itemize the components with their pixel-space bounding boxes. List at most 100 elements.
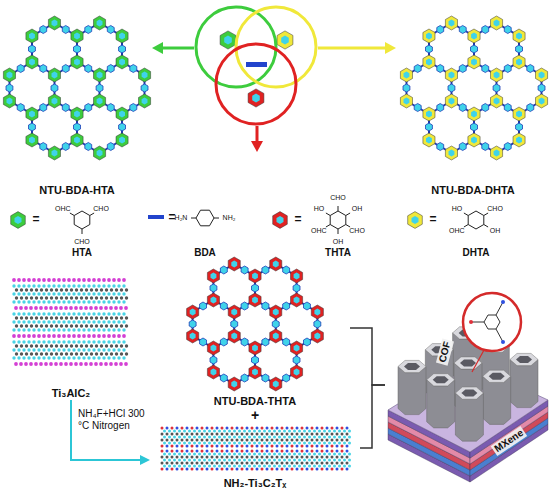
linker-ring [96,84,103,92]
atom-dot [303,459,306,462]
atom-dot [30,296,33,299]
node-icon [228,329,240,343]
atom-dot [196,450,199,453]
atom-dot [336,456,339,459]
atom-dot [333,430,336,433]
node-icon-core [273,261,279,268]
atom-dot [326,427,329,430]
atom-dot [331,433,334,436]
atom-dot [278,459,281,462]
atom-dot [226,456,229,459]
node-icon-core [314,333,320,340]
linker-ring [200,302,207,310]
atom-dot [193,453,196,456]
atom-dot [60,288,63,291]
linker-ring [189,320,196,328]
atom-dot [321,427,324,430]
node-icon [228,305,240,319]
part-label: MXene [491,426,528,456]
atom-dot [30,352,33,355]
atom-dot [59,306,63,310]
linker-ring [220,338,227,346]
atom-dot [107,334,111,338]
atom-dot [273,442,276,445]
atom-dot [161,445,164,448]
atom-dot [32,334,36,338]
atom-dot [117,348,120,351]
atom-dot [283,453,286,456]
node-icon [445,16,457,30]
condition-label: NH₄F+HCl 300 °C Nitrogen [78,408,150,432]
atom-dot [57,278,61,282]
atom-dot [74,362,78,366]
atom-dot [117,328,120,331]
atom-dot [271,445,274,448]
atom-dot [296,439,299,442]
atom-dot [298,430,301,433]
yellow-arrowhead [385,42,396,54]
node-icon-core [29,137,35,144]
atom-dot [333,442,336,445]
atom-dot [266,468,269,471]
atom-dot [206,433,209,436]
atom-dot [321,450,324,453]
atom-dot [346,427,349,430]
atom-dot [122,320,125,323]
atom-dot [281,427,284,430]
atom-dot [22,356,25,359]
linker-ring [107,104,114,112]
atom-dot [37,348,40,351]
atom-dot [266,445,269,448]
atom-dot [67,328,70,331]
node-icon-core [252,345,258,352]
atom-dot [102,320,105,323]
atom-dot [22,348,25,351]
atom-dot [188,453,191,456]
atom-dot [92,292,95,295]
atom-dot [20,324,23,327]
atom-dot [17,300,20,303]
atom-dot [55,344,58,347]
group-label: CHO [330,194,346,202]
atom-dot [238,442,241,445]
atom-dot [326,468,329,471]
atom-dot [218,459,221,462]
atom-dot [168,459,171,462]
atom-dot [238,430,241,433]
atom-dot [343,436,346,439]
linker-ring [437,143,444,151]
linker-ring [482,143,489,151]
atom-dot [67,300,70,303]
atom-dot [17,334,21,338]
atom-dot [163,465,166,468]
atom-dot [95,296,98,299]
node-icon-core [294,273,300,280]
atom-dot [110,316,113,319]
atom-dot [109,306,113,310]
atom-dot [328,459,331,462]
benzene-ring [330,211,346,229]
atom-dot [296,427,299,430]
atom-dot [271,450,274,453]
atom-dot [125,316,128,319]
atom-dot [258,442,261,445]
substituent-bond [484,213,488,216]
atom-dot [231,462,234,465]
atom-dot [107,312,110,315]
group-label: CHO [74,238,90,246]
atom-dot [124,362,128,366]
atom-dot [50,288,53,291]
node-icon-core [211,297,217,304]
linker-ring [85,104,92,112]
atom-dot [100,352,103,355]
atom-dot [336,445,339,448]
atom-dot [203,453,206,456]
atom-dot [59,362,63,366]
linker-ring [262,266,269,274]
atom-dot [263,465,266,468]
atom-dot [57,284,60,287]
atom-dot [348,430,351,433]
atom-dot [178,465,181,468]
atom-dot [27,348,30,351]
atom-dot [306,462,309,465]
